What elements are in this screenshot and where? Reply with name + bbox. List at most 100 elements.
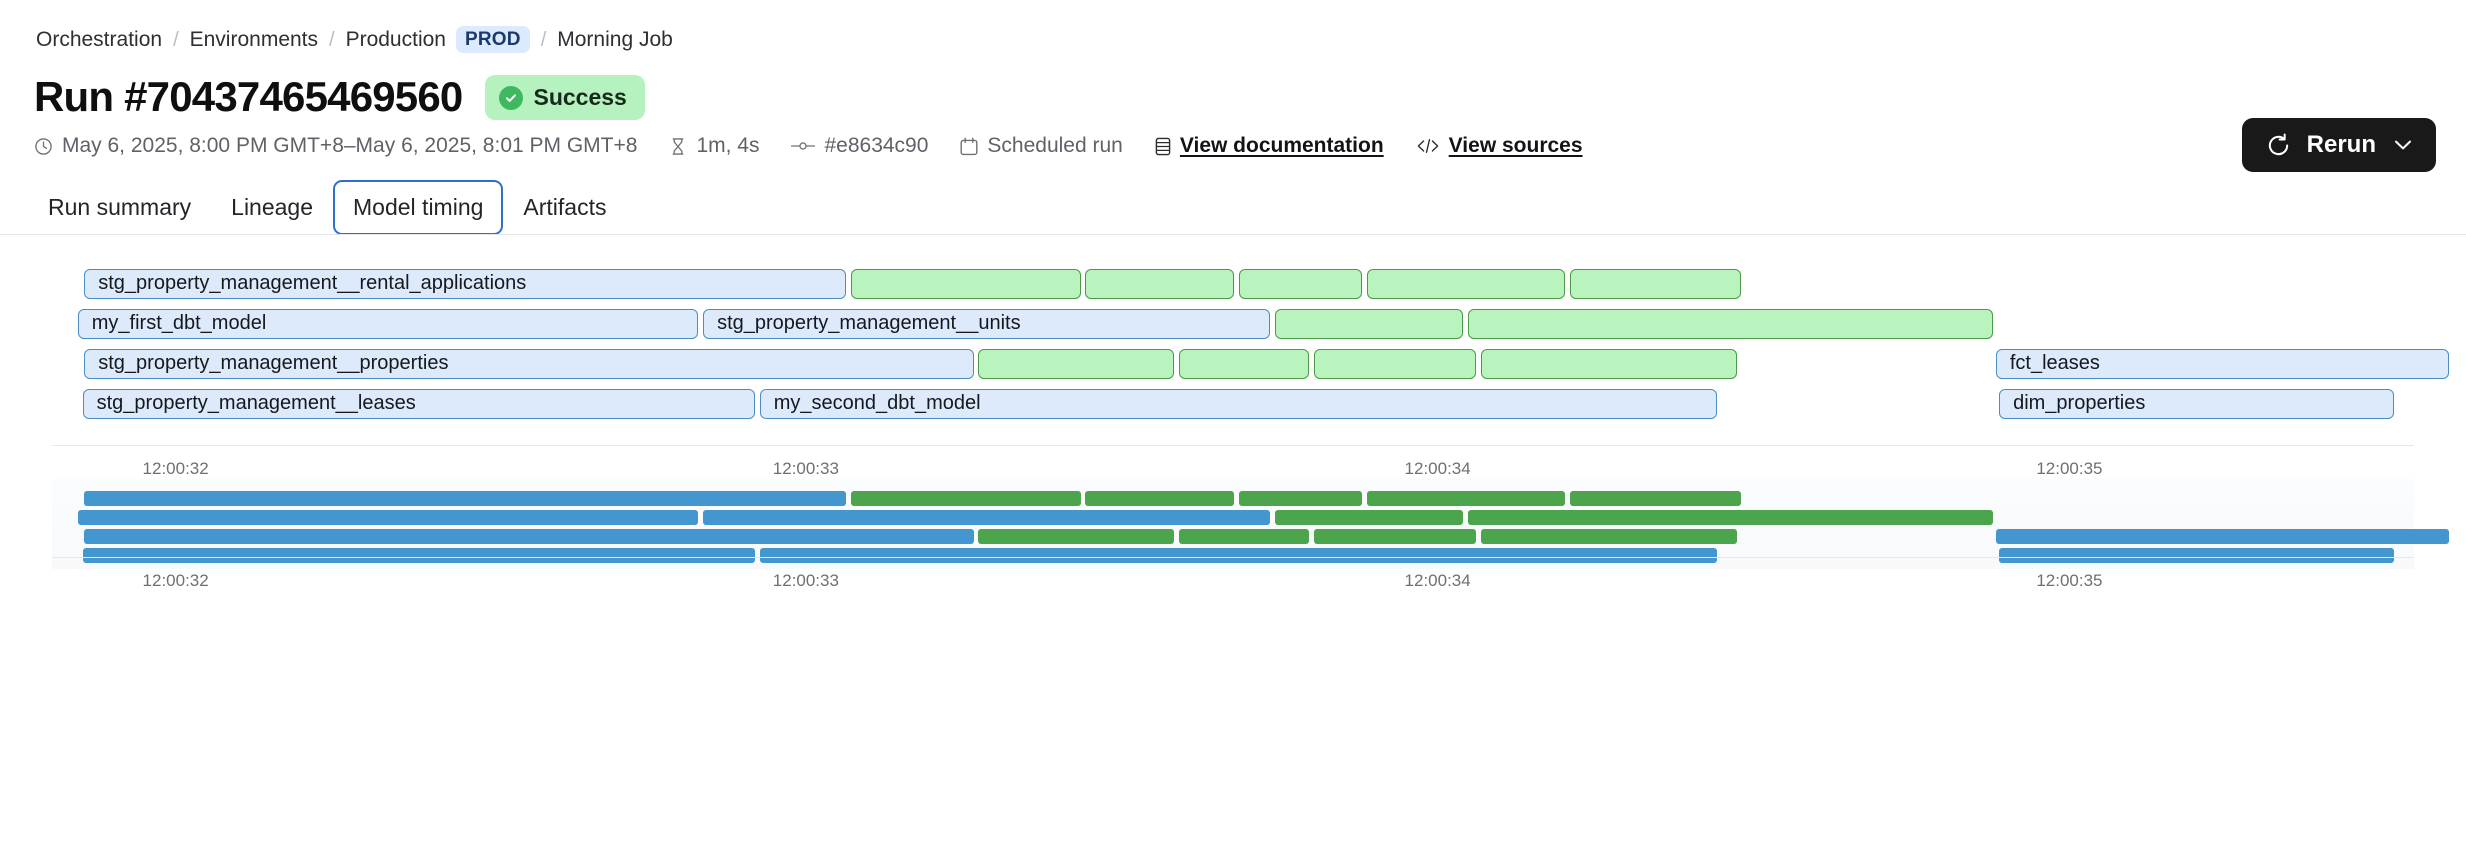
- hourglass-icon: [669, 137, 687, 156]
- minimap-axis-line: [52, 556, 2414, 558]
- minimap-row: [0, 509, 2466, 525]
- gantt-bar-test[interactable]: [1239, 268, 1363, 299]
- minimap-axis-tick: 12:00:33: [772, 570, 839, 590]
- minimap-bar[interactable]: [1313, 528, 1476, 544]
- breadcrumb-separator: /: [329, 28, 335, 51]
- gantt-axis-tick: 12:00:32: [142, 458, 209, 478]
- gantt-axis-tick: 12:00:33: [772, 458, 839, 478]
- status-badge: Success: [484, 75, 645, 120]
- minimap-bar[interactable]: [1085, 490, 1235, 506]
- tab-artifacts[interactable]: Artifacts: [523, 194, 607, 220]
- meta-trigger: Scheduled run: [960, 134, 1123, 158]
- chevron-down-icon[interactable]: [2394, 139, 2412, 151]
- tab-lineage[interactable]: Lineage: [231, 194, 314, 220]
- gantt-bar-stg_property_management__units[interactable]: stg_property_management__units: [703, 308, 1271, 339]
- rerun-button[interactable]: Rerun: [2241, 118, 2436, 172]
- minimap-bar[interactable]: [77, 509, 699, 525]
- view-documentation-link[interactable]: View documentation: [1155, 134, 1384, 158]
- clock-icon: [34, 137, 53, 156]
- breadcrumb-item-orchestration[interactable]: Orchestration: [36, 28, 163, 51]
- refresh-icon: [2266, 133, 2291, 158]
- tab-underline: [0, 233, 2466, 235]
- tab-bar: Run summary Lineage Model timing Artifac…: [0, 158, 2466, 235]
- gantt-bar-stg_property_management__rental_applications[interactable]: stg_property_management__rental_applicat…: [84, 268, 846, 299]
- gantt-bar-test[interactable]: [1179, 348, 1309, 379]
- gantt-axis-line: [52, 444, 2414, 446]
- minimap-bar[interactable]: [84, 528, 974, 544]
- tab-model-timing[interactable]: Model timing: [333, 180, 504, 235]
- run-header: Run #70437465469560 Success: [0, 53, 2466, 120]
- minimap-bar[interactable]: [84, 490, 846, 506]
- minimap-bar[interactable]: [1480, 528, 1737, 544]
- breadcrumb-separator: /: [173, 28, 179, 51]
- gantt-axis-tick: 12:00:34: [1404, 458, 1471, 478]
- gantt-bar-test[interactable]: [978, 348, 1175, 379]
- calendar-icon: [960, 137, 978, 156]
- meta-timerange-text: May 6, 2025, 8:00 PM GMT+8–May 6, 2025, …: [62, 134, 638, 157]
- minimap-axis-tick: 12:00:32: [142, 570, 209, 590]
- minimap-bar[interactable]: [850, 490, 1081, 506]
- git-commit-icon: [791, 139, 816, 153]
- status-label: Success: [533, 84, 627, 110]
- gantt-bar-test[interactable]: [1467, 308, 1993, 339]
- gantt-bar-my_first_dbt_model[interactable]: my_first_dbt_model: [77, 308, 699, 339]
- breadcrumb: Orchestration / Environments / Productio…: [0, 0, 2466, 53]
- minimap-bar[interactable]: [759, 547, 1718, 563]
- minimap-axis-labels: 12:00:32 12:00:33 12:00:34 12:00:35: [0, 571, 2466, 595]
- breadcrumb-item-morning-job[interactable]: Morning Job: [557, 28, 673, 51]
- meta-duration: 1m, 4s: [669, 134, 759, 158]
- breadcrumb-item-production[interactable]: Production: [345, 28, 446, 51]
- minimap-bar[interactable]: [1467, 509, 1993, 525]
- meta-trigger-text: Scheduled run: [987, 134, 1123, 157]
- rerun-label: Rerun: [2306, 131, 2376, 158]
- gantt-row: stg_property_management__rental_applicat…: [0, 268, 2466, 299]
- meta-timerange: May 6, 2025, 8:00 PM GMT+8–May 6, 2025, …: [34, 134, 637, 158]
- gantt-bar-fct_leases[interactable]: fct_leases: [1995, 348, 2450, 379]
- minimap-bar[interactable]: [1179, 528, 1309, 544]
- view-sources-link[interactable]: View sources: [1416, 134, 1583, 158]
- minimap-bar[interactable]: [1274, 509, 1463, 525]
- breadcrumb-separator: /: [540, 28, 547, 51]
- gantt-axis-tick: 12:00:35: [2036, 458, 2103, 478]
- tab-run-summary[interactable]: Run summary: [48, 194, 192, 220]
- book-icon: [1155, 137, 1171, 156]
- gantt-chart: stg_property_management__rental_applicat…: [0, 268, 2466, 445]
- meta-commit-text: #e8634c90: [824, 134, 929, 157]
- model-timing-chart: stg_property_management__rental_applicat…: [0, 268, 2466, 597]
- gantt-bar-test[interactable]: [1569, 268, 1742, 299]
- minimap-bar[interactable]: [82, 547, 755, 563]
- run-metadata: May 6, 2025, 8:00 PM GMT+8–May 6, 2025, …: [0, 120, 2466, 158]
- minimap-bar[interactable]: [703, 509, 1271, 525]
- breadcrumb-item-environments[interactable]: Environments: [189, 28, 319, 51]
- minimap-bar[interactable]: [978, 528, 1175, 544]
- environment-badge-prod: PROD: [455, 26, 530, 53]
- minimap-bar[interactable]: [1367, 490, 1565, 506]
- minimap-bar[interactable]: [1999, 547, 2395, 563]
- gantt-bar-stg_property_management__properties[interactable]: stg_property_management__properties: [84, 348, 974, 379]
- meta-commit[interactable]: #e8634c90: [791, 134, 928, 158]
- code-icon: [1416, 137, 1440, 155]
- minimap-axis-tick: 12:00:35: [2036, 570, 2103, 590]
- view-sources-text: View sources: [1448, 134, 1583, 157]
- gantt-bar-test[interactable]: [1367, 268, 1565, 299]
- minimap-row: [0, 490, 2466, 506]
- check-circle-icon: [498, 85, 523, 110]
- minimap-bar[interactable]: [1239, 490, 1363, 506]
- gantt-bar-my_second_dbt_model[interactable]: my_second_dbt_model: [759, 388, 1718, 419]
- gantt-bar-stg_property_management__leases[interactable]: stg_property_management__leases: [82, 388, 755, 419]
- timeline-minimap[interactable]: [0, 478, 2466, 569]
- meta-duration-text: 1m, 4s: [696, 134, 760, 157]
- gantt-bar-test[interactable]: [1085, 268, 1235, 299]
- page-title: Run #70437465469560: [34, 73, 463, 121]
- minimap-axis-tick: 12:00:34: [1404, 570, 1471, 590]
- minimap-bar[interactable]: [1569, 490, 1742, 506]
- minimap-bar[interactable]: [1995, 528, 2450, 544]
- gantt-bar-dim_properties[interactable]: dim_properties: [1999, 388, 2395, 419]
- gantt-bar-test[interactable]: [1274, 308, 1463, 339]
- minimap-row: [0, 528, 2466, 544]
- gantt-bar-test[interactable]: [1480, 348, 1737, 379]
- gantt-bar-test[interactable]: [850, 268, 1081, 299]
- gantt-bar-test[interactable]: [1313, 348, 1476, 379]
